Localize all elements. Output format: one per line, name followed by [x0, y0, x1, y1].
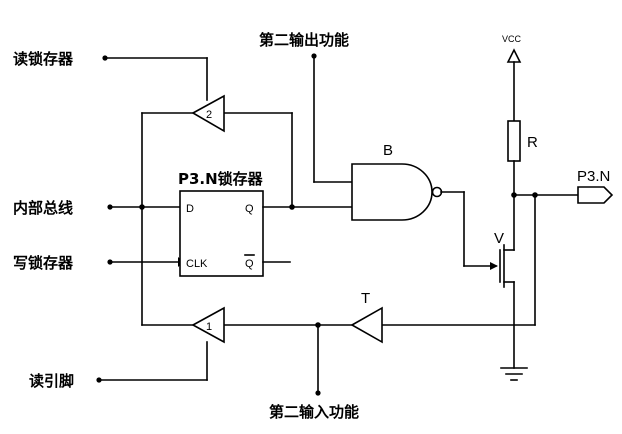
output-wiring	[513, 194, 579, 326]
second-output-wiring	[313, 55, 353, 183]
latch-box	[179, 190, 264, 277]
internal-bus-label: 内部总线	[13, 199, 73, 217]
nand-gate-b	[351, 163, 433, 221]
vcc-symbol	[506, 48, 522, 122]
transistor-v-label: V	[494, 230, 504, 247]
transistor-v	[499, 194, 515, 369]
gate-b-label: B	[383, 142, 393, 159]
second-input-label: 第二输入功能	[269, 403, 359, 421]
q-junction	[289, 204, 295, 210]
gate-drive-wiring	[440, 191, 497, 267]
bus-wiring	[109, 112, 194, 326]
second-input-junction	[315, 322, 321, 328]
buffer-2-label: 2	[206, 109, 212, 121]
nand-bubble	[431, 186, 443, 198]
output-pin	[577, 186, 614, 204]
vcc-label: VCC	[502, 34, 522, 44]
buffer-2	[191, 94, 225, 133]
read-latch-label: 读锁存器	[13, 50, 74, 68]
buffer-t	[350, 306, 383, 344]
input-feedback-wiring	[98, 324, 536, 394]
pin-d-label: D	[186, 203, 194, 215]
ground-symbol	[500, 367, 528, 381]
second-output-label: 第二输出功能	[259, 31, 349, 49]
buffer-1-label: 1	[206, 321, 212, 333]
read-pin-label: 读引脚	[29, 372, 74, 390]
gate-arrow	[490, 262, 498, 270]
pin-clk-label: CLK	[186, 258, 208, 270]
output-junction-1	[511, 192, 517, 198]
output-junction-2	[532, 192, 538, 198]
pin-qbar-label: Q	[245, 258, 254, 270]
resistor-r-label: R	[527, 134, 538, 151]
latch-title-label: P3.N锁存器	[178, 170, 264, 188]
read-latch-wiring	[104, 57, 293, 208]
resistor-r	[507, 120, 521, 162]
pin-q-label: Q	[245, 203, 254, 215]
write-latch-label: 写锁存器	[13, 254, 74, 272]
buffer-1	[191, 306, 225, 344]
bus-junction	[139, 204, 145, 210]
buffer-t-label: T	[361, 290, 370, 307]
output-pin-label: P3.N	[577, 168, 610, 185]
